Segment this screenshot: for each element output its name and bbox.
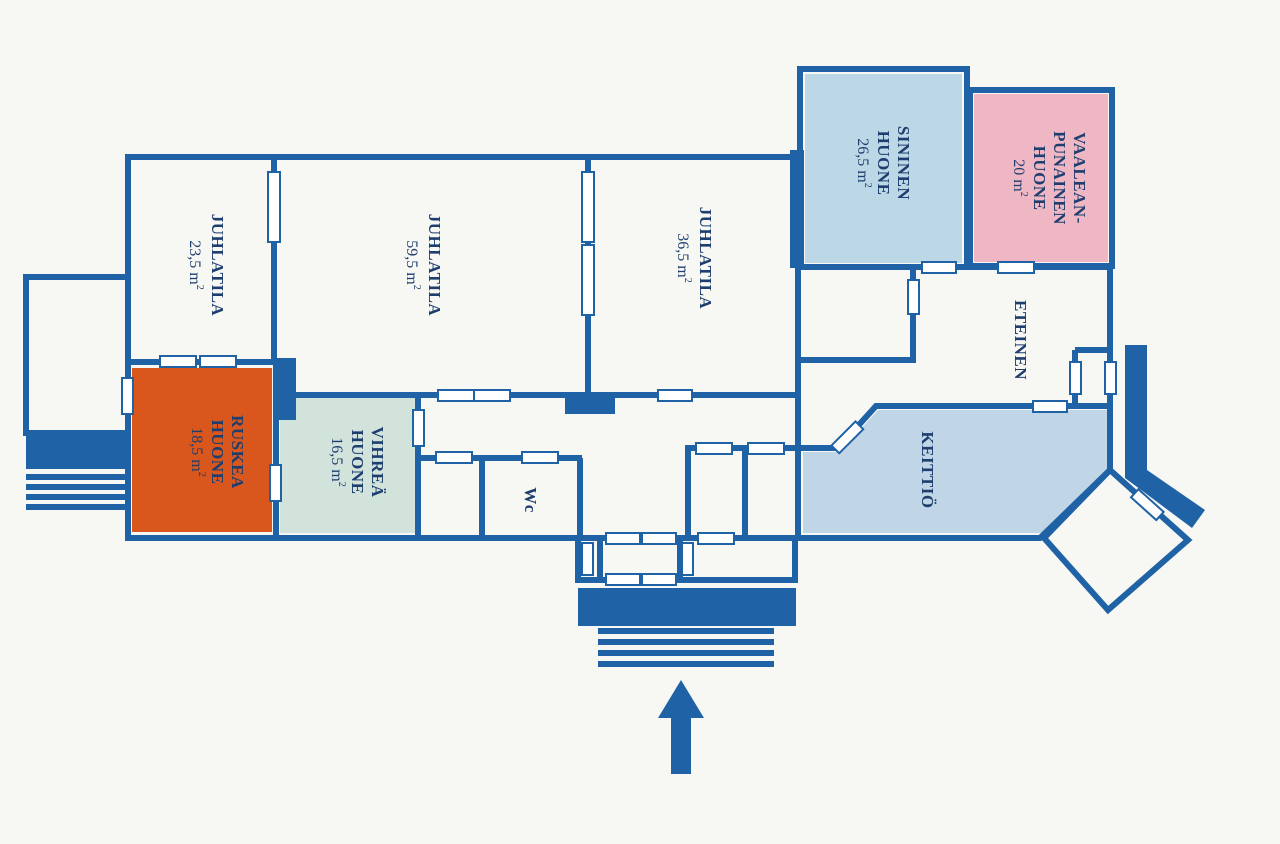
svg-text:59,5 m2: 59,5 m2	[403, 240, 422, 289]
arrow-up-icon	[658, 680, 704, 774]
room-area: 18,5 m	[188, 427, 205, 472]
room-name-line1: RUSKEA	[228, 415, 247, 489]
room-name: KEITTIÖ	[918, 431, 937, 508]
room-name-line2: HUONE	[874, 131, 893, 196]
room-name-line2: PUNAINEN	[1050, 131, 1069, 225]
label-eteinen: ETEINEN	[1011, 300, 1030, 380]
label-juhlatila-3: JUHLATILA 36,5 m2	[674, 207, 715, 310]
room-fill-vihrea	[280, 398, 415, 533]
label-juhlatila-1: JUHLATILA 23,5 m2	[186, 214, 227, 317]
area-unit-sup: 2	[411, 285, 422, 290]
room-name: ETEINEN	[1011, 300, 1030, 380]
room-name: JUHLATILA	[208, 214, 227, 317]
walls	[23, 66, 1205, 615]
room-area: 16,5 m	[328, 437, 345, 482]
svg-text:20 m2: 20 m2	[1010, 159, 1029, 196]
wall-block	[790, 150, 804, 268]
label-ruskea: RUSKEA HUONE 18,5 m2	[188, 415, 247, 489]
svg-text:26,5 m2: 26,5 m2	[854, 138, 873, 187]
wall-block	[274, 358, 296, 420]
label-vihrea: VIHREÄ HUONE 16,5 m2	[328, 426, 387, 497]
area-unit-sup: 2	[196, 472, 207, 477]
windows	[121, 171, 1166, 586]
room-name: Wc	[521, 487, 540, 513]
area-unit-sup: 2	[1018, 192, 1029, 197]
room-fill-keittio	[803, 410, 1110, 533]
label-vaaleanpunainen: VAALEAN- PUNAINEN HUONE 20 m2	[1010, 131, 1089, 225]
room-name-line2: HUONE	[208, 420, 227, 485]
room-fill-vaaleanpunainen	[974, 94, 1108, 262]
area-unit-sup: 2	[682, 278, 693, 283]
label-keittio: KEITTIÖ	[918, 431, 937, 508]
wall-block	[565, 392, 615, 414]
room-fill-ruskea	[132, 368, 272, 532]
svg-text:23,5 m2: 23,5 m2	[186, 240, 205, 289]
label-juhlatila-2: JUHLATILA 59,5 m2	[403, 214, 444, 317]
entrance-stairs	[578, 588, 796, 667]
room-name-line1: VAALEAN-	[1070, 132, 1089, 224]
room-area: 23,5 m	[186, 240, 203, 285]
svg-text:16,5 m2: 16,5 m2	[328, 437, 347, 486]
room-name-line1: VIHREÄ	[368, 426, 387, 497]
room-area: 59,5 m	[403, 240, 420, 285]
room-area: 20 m	[1010, 159, 1027, 192]
room-name: JUHLATILA	[425, 214, 444, 317]
svg-text:18,5 m2: 18,5 m2	[188, 427, 207, 476]
room-name-line1: SININEN	[894, 126, 913, 201]
area-unit-sup: 2	[336, 482, 347, 487]
svg-text:36,5 m2: 36,5 m2	[674, 233, 693, 282]
label-sininen: SININEN HUONE 26,5 m2	[854, 126, 913, 201]
room-name: JUHLATILA	[696, 207, 715, 310]
west-stairs	[26, 433, 126, 510]
area-unit-sup: 2	[194, 285, 205, 290]
area-unit-sup: 2	[862, 183, 873, 188]
room-area: 26,5 m	[854, 138, 871, 183]
room-area: 36,5 m	[674, 233, 691, 278]
room-fill-sininen	[805, 74, 962, 263]
room-name-line2: HUONE	[348, 430, 367, 495]
room-name-line3: HUONE	[1030, 146, 1049, 211]
label-wc: Wc	[521, 487, 540, 513]
